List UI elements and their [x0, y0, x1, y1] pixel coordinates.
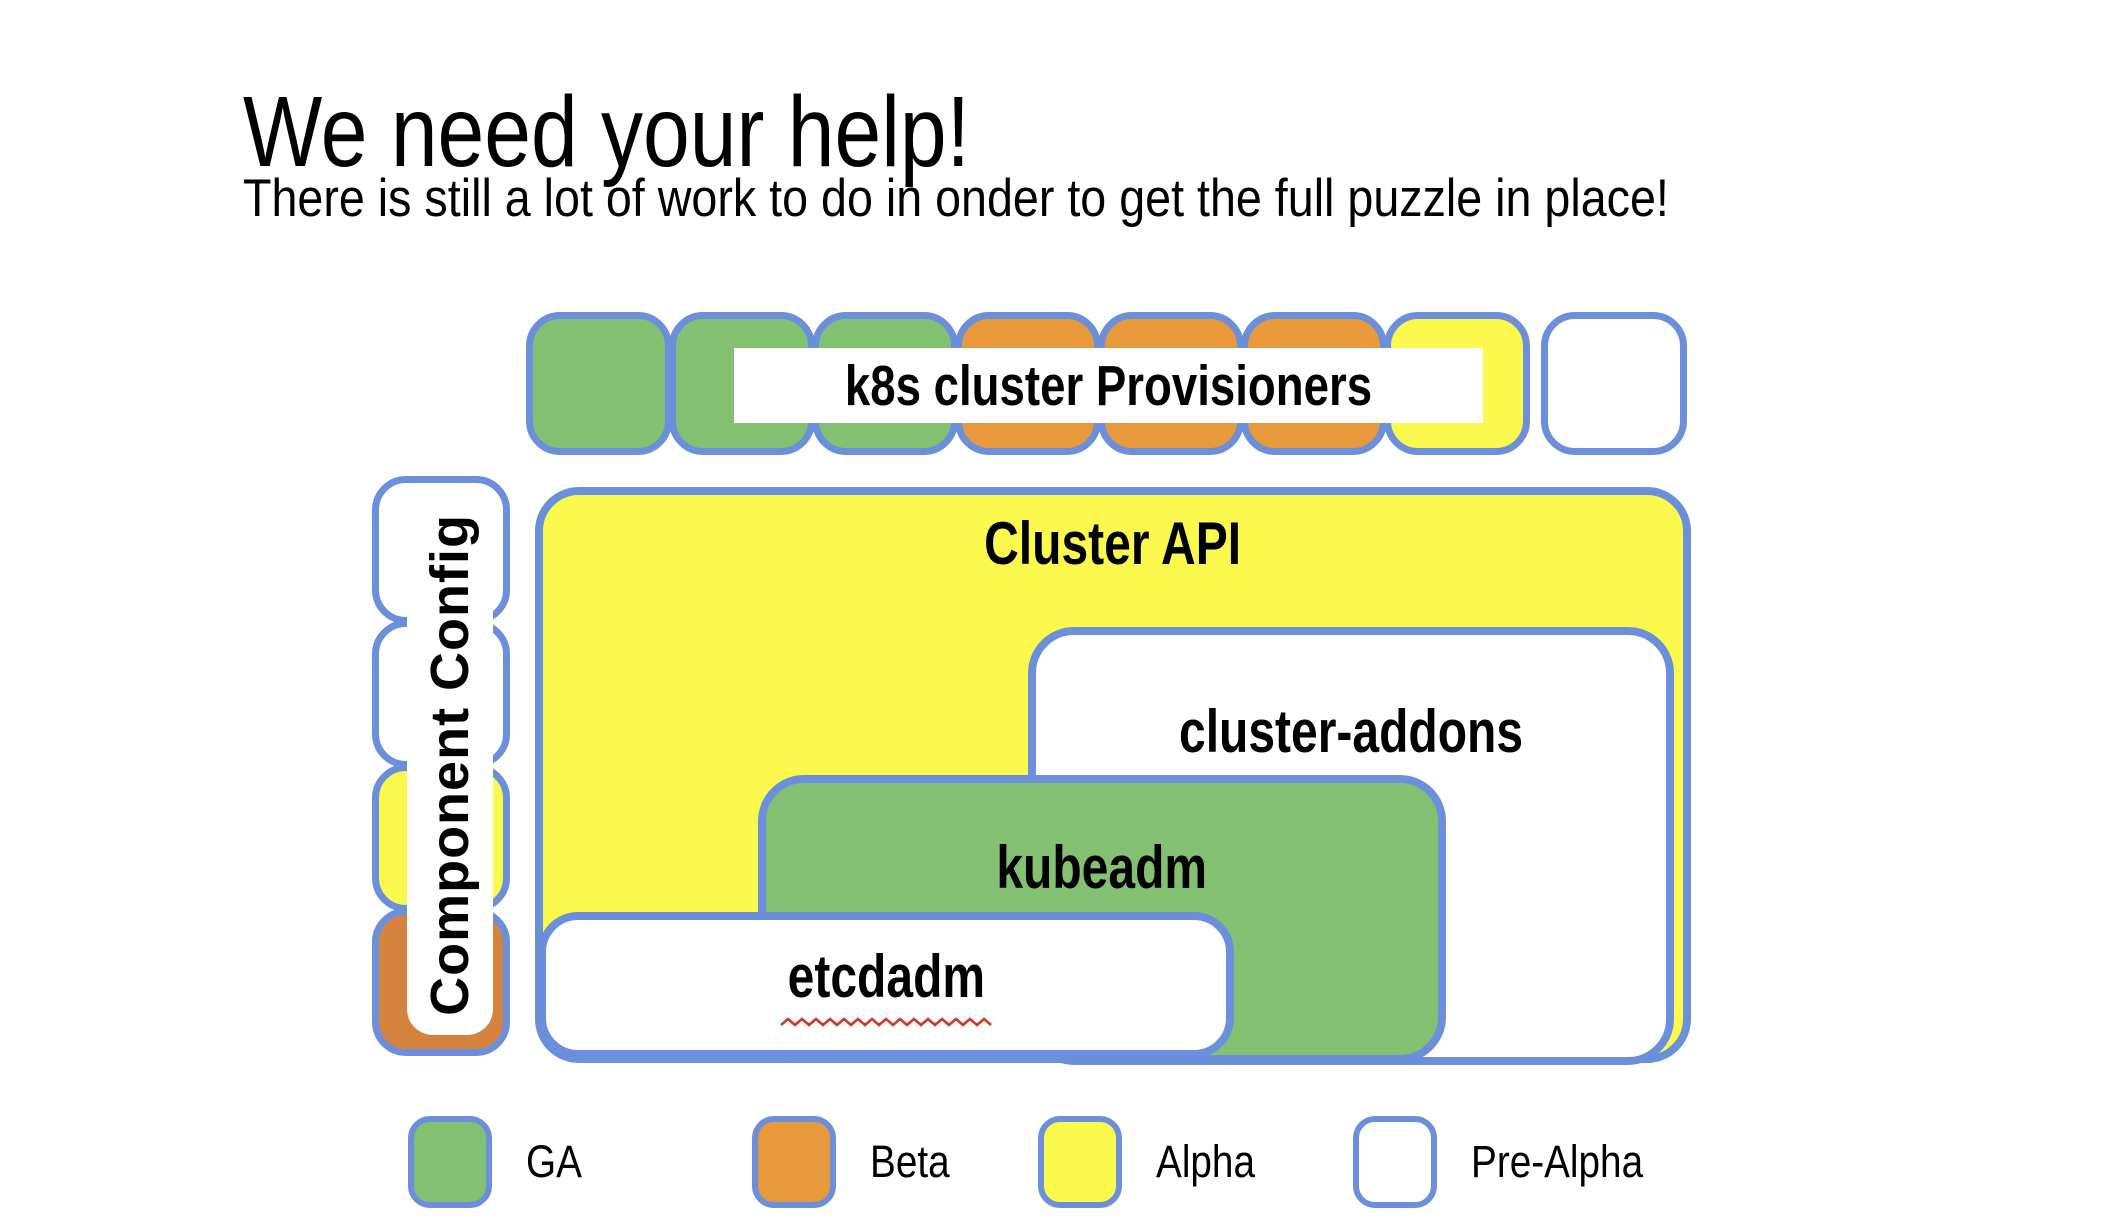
etcdadm-label-text: etcdadm: [787, 943, 985, 1010]
legend-label: Pre-Alpha: [1471, 1136, 1644, 1187]
cluster-addons-label: cluster-addons: [1036, 697, 1666, 766]
legend-item-pre-alpha: Pre-Alpha: [1353, 1116, 1671, 1208]
page-title: We need your help!: [243, 75, 1108, 190]
component-config-label-text: Component Config: [420, 514, 480, 1016]
legend-item-ga: GA: [408, 1116, 591, 1208]
orange-swatch: [752, 1116, 836, 1208]
provisioners-row-label-text: k8s cluster Provisioners: [844, 353, 1373, 418]
kubeadm-label: kubeadm: [766, 833, 1438, 902]
legend-label: Alpha: [1156, 1136, 1255, 1187]
spellcheck-squiggle: [780, 1017, 992, 1027]
kubeadm-label-text: kubeadm: [996, 834, 1208, 901]
provisioners-row-label: k8s cluster Provisioners: [734, 348, 1483, 423]
white-swatch: [1353, 1116, 1437, 1208]
subtitle-text: There is still a lot of work to do in on…: [243, 169, 1669, 228]
yellow-swatch: [1038, 1116, 1122, 1208]
legend-item-alpha: Alpha: [1038, 1116, 1271, 1208]
component-config-label: Component Config: [407, 495, 493, 1035]
cluster-api-label: Cluster API: [543, 509, 1683, 578]
page-title-text: We need your help!: [243, 76, 970, 188]
cluster-addons-label-text: cluster-addons: [1178, 698, 1524, 765]
legend-item-beta: Beta: [752, 1116, 963, 1208]
legend-label: GA: [526, 1136, 582, 1187]
provisioner-status-square: [526, 312, 672, 455]
cluster-api-label-text: Cluster API: [984, 510, 1242, 577]
legend-label: Beta: [870, 1136, 950, 1187]
subtitle: There is still a lot of work to do in on…: [243, 168, 1863, 229]
provisioner-status-square: [1541, 312, 1687, 455]
etcdadm-label: etcdadm: [546, 942, 1226, 1011]
etcdadm-box: etcdadm: [538, 912, 1234, 1058]
green-swatch: [408, 1116, 492, 1208]
